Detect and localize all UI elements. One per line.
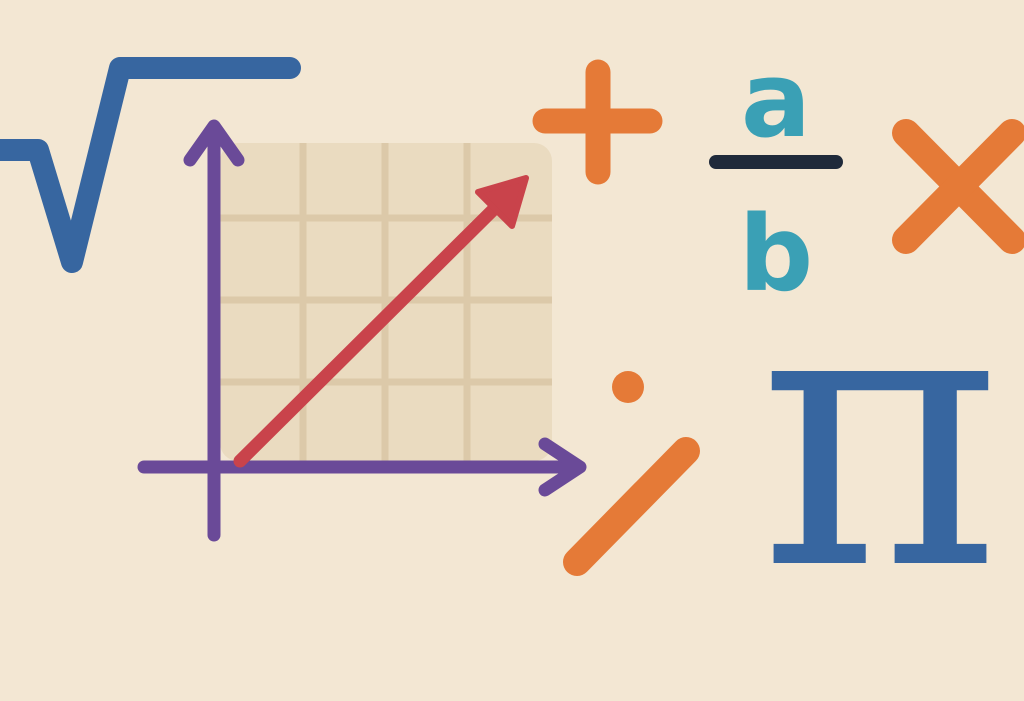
plus-icon [532, 59, 663, 185]
multiply-icon [892, 119, 1024, 254]
fraction-numerator: a [741, 39, 811, 161]
graph-axes-icon [137, 119, 587, 542]
pi-icon: π [758, 221, 1001, 651]
pi-glyph: π [758, 221, 1001, 651]
divide-icon [563, 371, 700, 576]
fraction-denominator: b [739, 193, 813, 315]
divide-dot [612, 371, 644, 403]
x-axis-arrow [137, 437, 587, 497]
grid-lines [220, 143, 552, 461]
fraction-icon: a b [709, 39, 843, 315]
divide-slash [563, 437, 700, 576]
square-root-icon [0, 57, 301, 273]
trend-arrow-icon [233, 175, 529, 468]
